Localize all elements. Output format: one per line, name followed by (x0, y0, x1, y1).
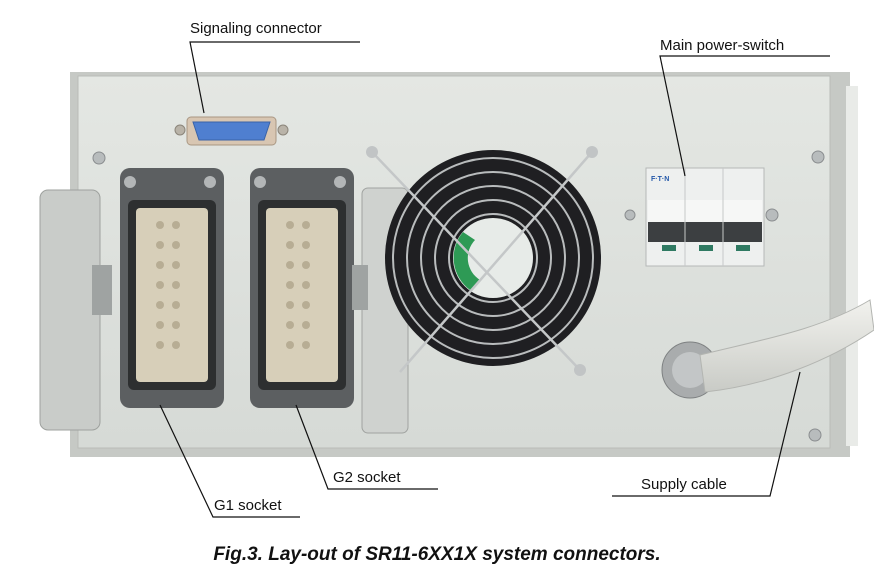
g1-socket (39, 168, 224, 431)
signaling-connector (174, 116, 289, 146)
label-main-power-switch: Main power-switch (660, 37, 785, 54)
callout-lines (159, 41, 830, 518)
breaker-brand-logo: F·T·N (651, 176, 669, 183)
supply-cable (661, 299, 874, 399)
label-supply-cable: Supply cable (641, 476, 727, 493)
panel-screws (92, 150, 825, 442)
main-power-switch: F·T·N (645, 167, 765, 267)
figure-caption: Fig.3. Lay-out of SR11-6XX1X system conn… (213, 544, 661, 565)
g2-socket (250, 168, 409, 434)
cooling-fan (366, 146, 601, 376)
label-signaling-connector: Signaling connector (190, 20, 322, 37)
label-g1-socket: G1 socket (214, 497, 282, 514)
label-g2-socket: G2 socket (333, 469, 401, 486)
